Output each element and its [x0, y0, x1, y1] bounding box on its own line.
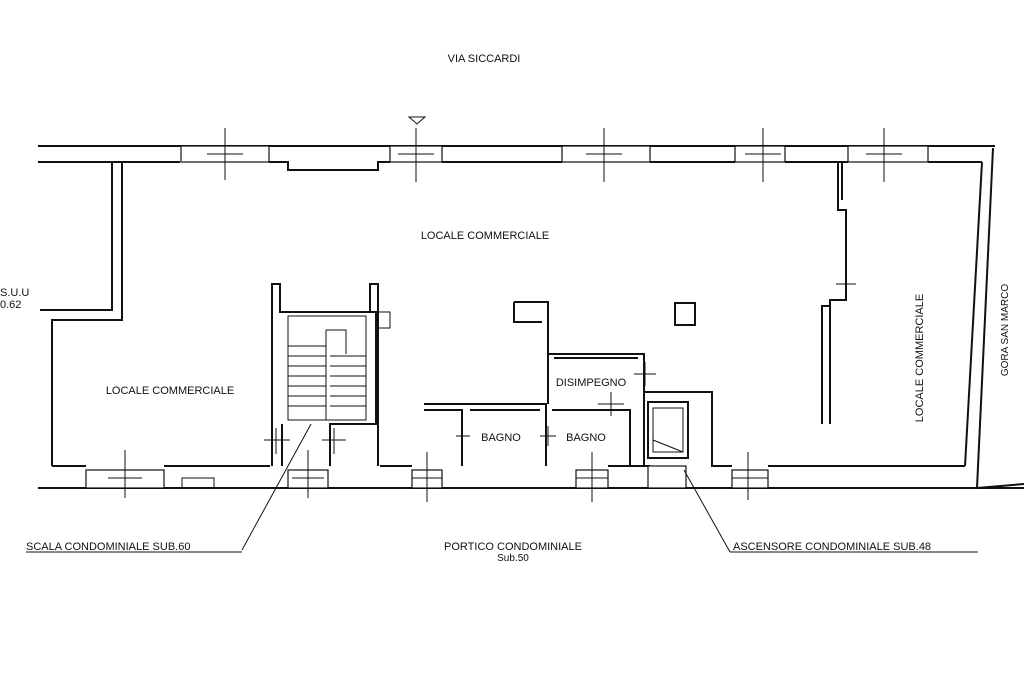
room-label-left: LOCALE COMMERCIALE — [106, 385, 234, 397]
top-windows — [180, 116, 929, 182]
room-label-right: LOCALE COMMERCIALE — [914, 294, 926, 422]
callout-label-stair: SCALA CONDOMINIALE SUB.60 — [26, 541, 190, 553]
portico-label-1: PORTICO CONDOMINIALE — [444, 541, 582, 553]
cut-label-left-1: S.U.U — [0, 287, 29, 299]
pillar — [674, 302, 696, 326]
room-label-bath-2: BAGNO — [566, 432, 606, 444]
lift-shaft — [643, 391, 713, 489]
room-label-corridor: DISIMPEGNO — [556, 377, 627, 389]
street-label-top: VIA SICCARDI — [448, 53, 521, 65]
staircase — [264, 283, 391, 466]
right-partition — [821, 162, 856, 424]
room-label-bath-1: BAGNO — [481, 432, 521, 444]
cut-label-left-2: 0.62 — [0, 299, 21, 311]
callout-leaders — [26, 423, 978, 553]
outer-walls — [38, 145, 1024, 489]
bottom-openings — [85, 450, 965, 502]
street-label-right: GORA SAN MARCO — [1000, 284, 1011, 376]
portico-label-2: Sub.50 — [497, 553, 529, 564]
room-label-main: LOCALE COMMERCIALE — [421, 230, 549, 242]
bathroom-block — [424, 301, 656, 466]
callout-label-lift: ASCENSORE CONDOMINIALE SUB.48 — [733, 541, 931, 553]
